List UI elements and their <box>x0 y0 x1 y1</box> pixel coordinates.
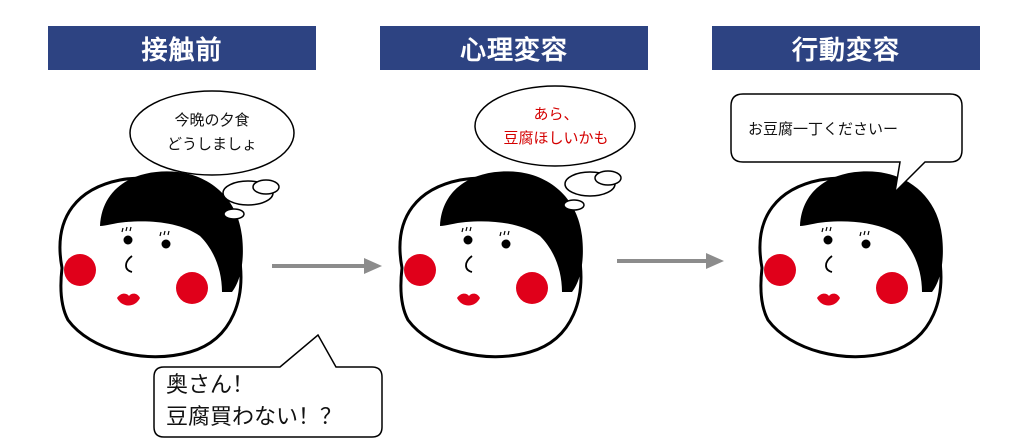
shopkeeper-line: 豆腐買わない！？ <box>166 405 343 430</box>
thought-bubble-before <box>129 90 295 220</box>
shopkeeper-speech-bubble <box>153 333 383 438</box>
thought-text-before: 今晩の夕食 どうしましょ <box>132 108 292 156</box>
stage-header-behavior-change: 行動変容 <box>712 26 980 70</box>
thought-line: どうしましょ <box>166 135 257 153</box>
shopkeeper-text: 奥さん！ 豆腐買わない！？ <box>166 370 342 434</box>
face-before <box>57 169 245 359</box>
thought-line: あら、 <box>533 105 579 123</box>
speech-bubble-behavior-change <box>730 93 963 195</box>
speech-text-behavior-change: お豆腐一丁くださいー <box>748 120 899 138</box>
thought-line: 豆腐ほしいかも <box>503 129 609 147</box>
face-mind-change <box>397 169 585 359</box>
shopkeeper-line: 奥さん！ <box>166 373 255 398</box>
thought-line: 今晩の夕食 <box>174 111 250 129</box>
arrow-to-mind-change <box>272 258 382 274</box>
arrow-to-behavior-change <box>617 253 724 269</box>
face-behavior-change <box>757 169 945 359</box>
stage-header-before: 接触前 <box>48 26 316 70</box>
thought-text-mind-change: あら、 豆腐ほしいかも <box>476 102 636 150</box>
thought-bubble-mind-change <box>474 85 636 211</box>
stage-header-mind-change: 心理変容 <box>380 26 648 70</box>
